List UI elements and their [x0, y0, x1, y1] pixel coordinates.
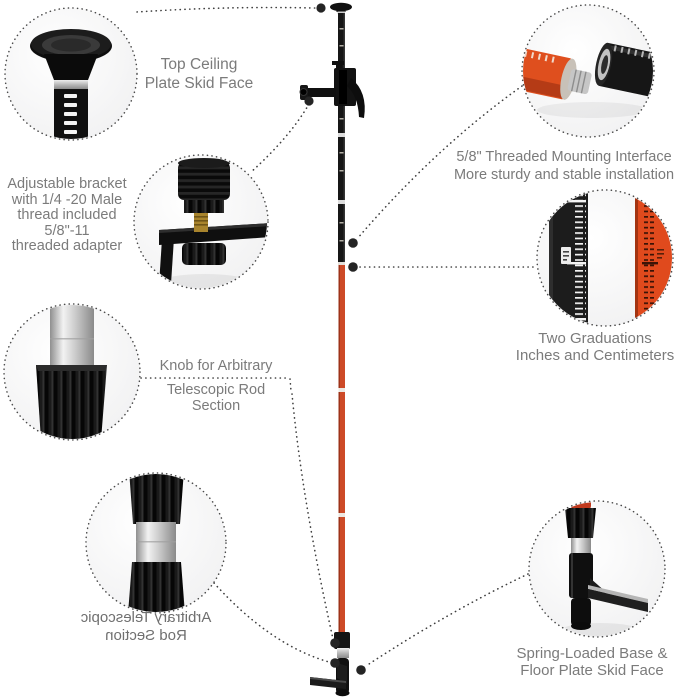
dot-threaded-interface [348, 238, 358, 248]
graduations-photo [536, 189, 674, 327]
pole-joint-band [338, 200, 345, 204]
label-adjustable-bracket: Adjustable bracket with 1/4 -20 Male thr… [2, 176, 132, 255]
pole-joint-band [338, 133, 345, 137]
label-line: Rod Section [105, 627, 187, 644]
callout-lines [136, 6, 536, 667]
label-line: More sturdy and stable installation [453, 166, 675, 183]
label-line: with 1/4 -20 Male [11, 191, 123, 208]
orange-tube-male-thread [523, 46, 592, 100]
pole-joint-band [338, 513, 345, 517]
line-threaded-interface [356, 85, 523, 240]
spring-base-photo [528, 500, 666, 638]
label-top-ceiling-plate: Top Ceiling Plate Skid Face [129, 55, 269, 93]
label-telescopic-knob: Knob for Arbitrary Telescopic Rod Sectio… [141, 358, 291, 414]
label-rod-section-mirrored: Arbitrary Telescopic Rod Section [76, 609, 216, 645]
dot-ceiling-plate [316, 3, 326, 13]
dot-rod-section [330, 658, 340, 668]
label-line: Inches and Centimeters [515, 347, 675, 364]
dot-knob [330, 638, 340, 648]
label-line: threaded adapter [11, 238, 123, 254]
label-line: Knob for Arbitrary [159, 358, 273, 374]
pole-base-assembly [310, 632, 350, 697]
pole-joint-band [338, 388, 345, 392]
ceiling-plate-photo [4, 7, 138, 141]
callout-dots [304, 3, 366, 675]
label-line: 5/8" Threaded Mounting Interface [456, 149, 672, 165]
rod-section-photo [85, 472, 227, 614]
label-line: Top Ceiling [160, 56, 238, 73]
telescopic-pole [299, 2, 365, 697]
label-spring-base: Spring-Loaded Base & Floor Plate Skid Fa… [502, 645, 679, 679]
label-line: Floor Plate Skid Face [520, 661, 664, 679]
label-line: Spring-Loaded Base & [516, 645, 668, 662]
cm-scale-rod [635, 191, 672, 325]
line-bracket [249, 103, 310, 174]
label-line: Plate Skid Face [144, 75, 254, 92]
line-spring-base [365, 573, 529, 667]
label-line: Telescopic Rod Section [166, 382, 266, 414]
pole-orange-section [338, 265, 345, 635]
base-red-cap [571, 502, 591, 510]
label-line: Arbitrary Telescopic [80, 609, 212, 626]
threaded-interface-photo [521, 4, 655, 138]
line-knob-tick [289, 378, 292, 392]
pole-black-section [338, 13, 345, 265]
label-line: Two Graduations [538, 330, 652, 347]
dot-spring-base [356, 665, 366, 675]
thread-adapter-photo [133, 154, 269, 290]
clamp-lever [347, 78, 365, 118]
label-threaded-interface: 5/8" Threaded Mounting Interface More st… [447, 149, 679, 184]
black-tube-female-thread [594, 42, 653, 99]
dot-graduations [348, 262, 358, 272]
label-line: Adjustable bracket [7, 176, 127, 192]
base-floor-pedal [588, 585, 648, 603]
locking-knob-photo [3, 303, 141, 441]
label-graduations: Two Graduations Inches and Centimeters [505, 330, 679, 364]
label-line: thread included [17, 207, 117, 223]
line-ceiling-plate [136, 6, 316, 13]
line-knob [291, 393, 334, 640]
dot-bracket [304, 96, 314, 106]
pole-clamp-bracket [299, 61, 365, 118]
label-line: 5/8"-11 [44, 222, 90, 239]
line-rod-section [213, 582, 330, 663]
